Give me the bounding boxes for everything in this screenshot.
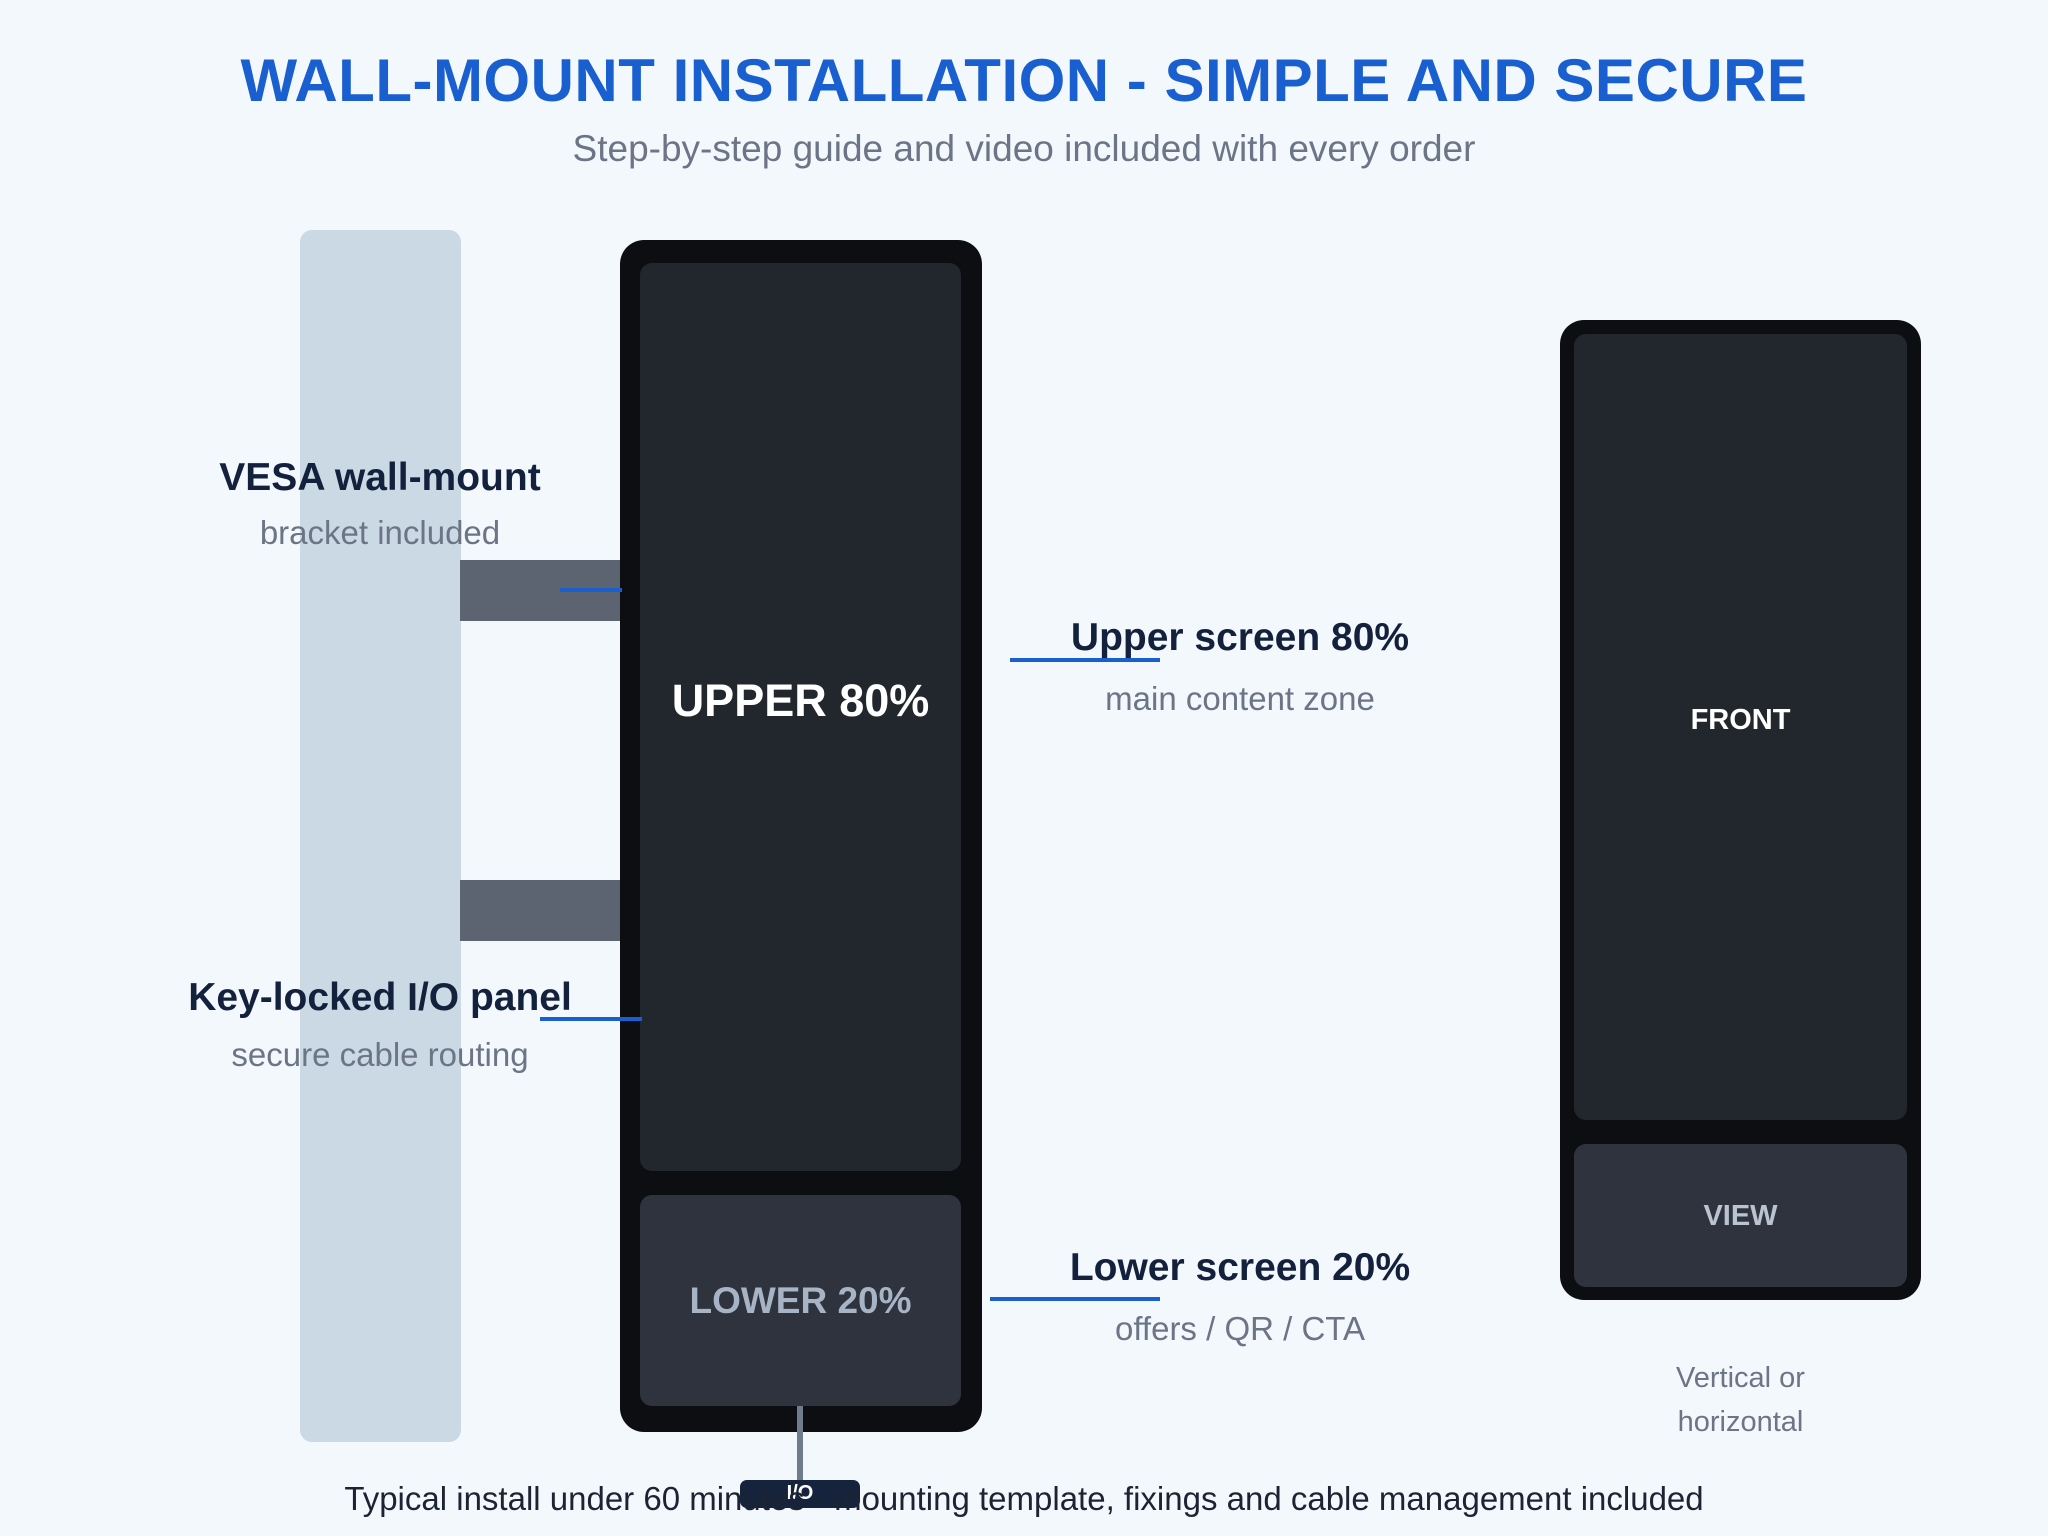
vesa-callout-title: VESA wall-mount	[219, 456, 541, 499]
view-label: VIEW	[1703, 1200, 1778, 1232]
vesa-leader-line	[560, 588, 622, 592]
io-port-label: I/O	[740, 1480, 860, 1508]
upper-screen-callout-subtitle: main content zone	[1105, 680, 1375, 717]
lower-screen-callout-title: Lower screen 20%	[1069, 1246, 1411, 1289]
page-subtitle: Step-by-step guide and video included wi…	[572, 128, 1476, 169]
upper-screen-label: UPPER 80%	[671, 675, 930, 726]
lower-screen-zone	[640, 1195, 961, 1406]
io-cable	[797, 1406, 803, 1482]
lower-screen-label: LOWER 20%	[689, 1280, 912, 1321]
wall	[300, 230, 461, 1442]
orientation-note-line2: horizontal	[1677, 1406, 1804, 1438]
front-upper-screen	[1574, 334, 1907, 1120]
footer-note: Typical install under 60 minutes - mount…	[344, 1480, 1704, 1517]
io-panel-callout-title: Key-locked I/O panel	[188, 976, 572, 1019]
page-title: WALL-MOUNT INSTALLATION - SIMPLE AND SEC…	[240, 47, 1808, 114]
upper-screen-leader-line	[1010, 658, 1160, 662]
io-panel-callout-subtitle: secure cable routing	[231, 1036, 529, 1073]
upper-screen-callout-title: Upper screen 80%	[1070, 616, 1410, 659]
lower-screen-callout-subtitle: offers / QR / CTA	[1115, 1310, 1365, 1347]
io-panel-leader-line	[540, 1017, 642, 1021]
front-lower-screen	[1574, 1144, 1907, 1287]
upper-screen-zone	[640, 263, 961, 1171]
orientation-note-line1: Vertical or	[1676, 1362, 1805, 1394]
vesa-bracket-bottom	[460, 880, 622, 941]
vesa-callout-subtitle: bracket included	[259, 514, 501, 551]
front-label: FRONT	[1690, 704, 1791, 736]
lower-screen-leader-line	[990, 1297, 1160, 1301]
